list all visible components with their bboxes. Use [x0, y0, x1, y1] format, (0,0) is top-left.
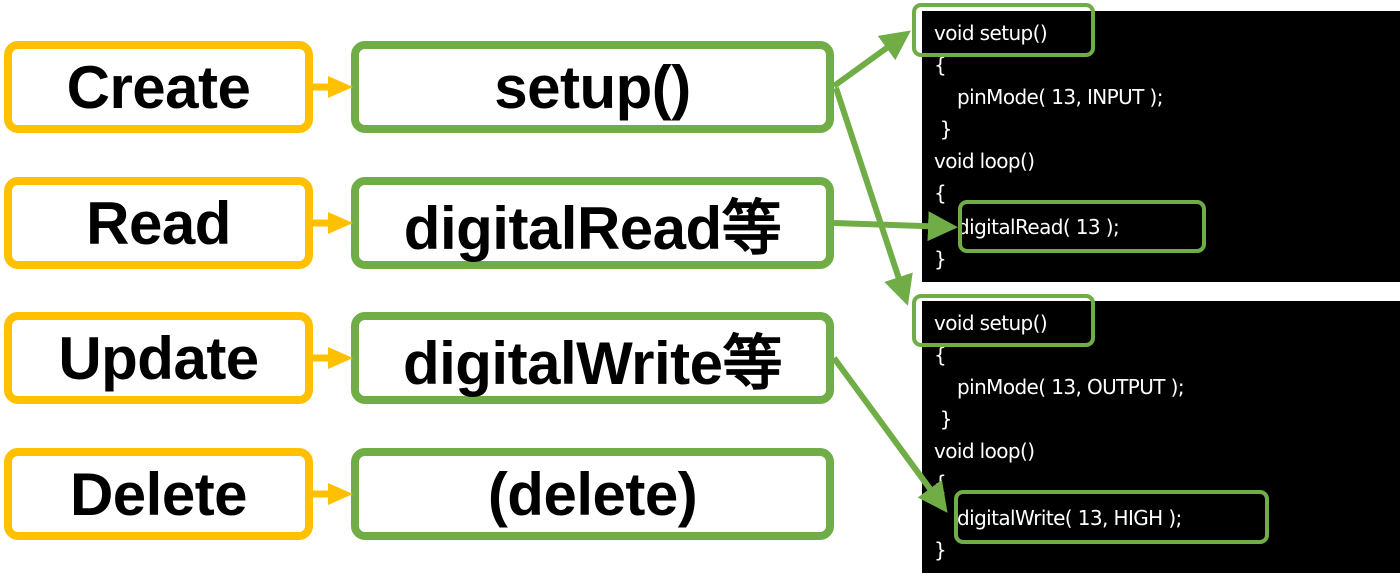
function-label: digitalRead等	[403, 194, 782, 262]
code-line: {	[934, 53, 947, 77]
function-box-delete: (delete)	[351, 448, 834, 540]
function-box-setup: setup()	[351, 41, 834, 133]
function-box-digitalread: digitalRead等	[351, 177, 834, 269]
yellow-arrow-delete	[313, 483, 353, 505]
code-line: void setup()	[934, 311, 1048, 335]
code-line: pinMode( 13, OUTPUT );	[934, 375, 1185, 399]
arrow-digitalwrite	[831, 356, 948, 513]
function-label: setup()	[494, 53, 691, 121]
highlight-digitalread	[958, 200, 1206, 253]
code-line: {	[934, 343, 947, 367]
arrow-digitalread	[833, 211, 958, 242]
crud-box-create: Create	[4, 41, 313, 133]
highlight-setup-panel-1	[912, 3, 1095, 57]
code-line: digitalRead( 13 );	[934, 215, 1120, 239]
arrow-setup-to-panel-1	[832, 30, 911, 89]
code-line: }	[934, 247, 947, 271]
yellow-arrow-create	[313, 76, 353, 98]
crud-label: Update	[58, 324, 259, 392]
crud-box-update: Update	[4, 312, 313, 404]
crud-label: Read	[86, 189, 231, 257]
crud-box-read: Read	[4, 177, 313, 269]
code-line: }	[934, 407, 953, 431]
crud-label: Create	[66, 53, 251, 121]
function-box-digitalwrite: digitalWrite等	[351, 312, 834, 404]
code-line: digitalWrite( 13, HIGH );	[934, 506, 1182, 530]
code-line: void setup()	[934, 21, 1048, 45]
crud-box-delete: Delete	[4, 448, 313, 540]
code-line: }	[934, 117, 953, 141]
crud-label: Delete	[69, 460, 248, 528]
highlight-digitalwrite	[954, 490, 1269, 544]
function-label: (delete)	[487, 460, 698, 528]
code-line: pinMode( 13, INPUT );	[934, 85, 1163, 109]
yellow-arrow-read	[313, 212, 353, 234]
arrow-setup-to-panel-2	[833, 87, 913, 306]
highlight-setup-panel-2	[912, 294, 1095, 347]
code-line: void loop()	[934, 439, 1035, 463]
code-line: void loop()	[934, 149, 1035, 173]
yellow-arrow-update	[313, 347, 353, 369]
code-line: {	[934, 181, 947, 205]
function-label: digitalWrite等	[402, 329, 783, 397]
code-line: }	[934, 538, 947, 562]
